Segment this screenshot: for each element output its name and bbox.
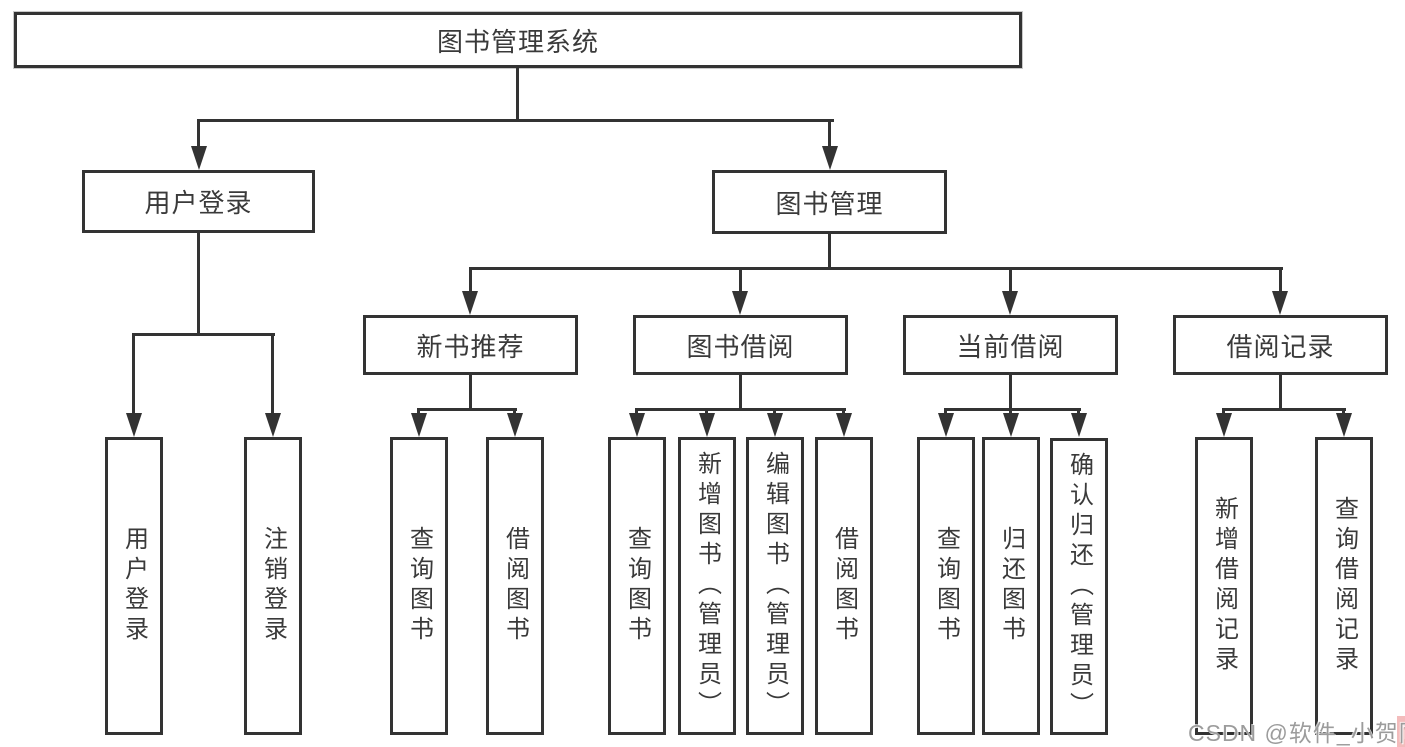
leaf-query-books-recommend: 查询图书 — [390, 437, 448, 735]
leaf-label: 用户登录 — [120, 526, 148, 646]
arrowhead-groupC-leaf1-icon — [938, 413, 954, 437]
leaf-label: 查询图书 — [405, 526, 433, 646]
leaf-edit-book-admin: 编辑图书（管理员） — [746, 437, 804, 735]
leaf-query-books-borrowing: 查询图书 — [608, 437, 666, 735]
leaf-label: 归还图书 — [997, 526, 1025, 646]
leaf-query-borrow-record: 查询借阅记录 — [1315, 437, 1373, 735]
connector-groupB-stem — [739, 373, 742, 411]
node-user-login: 用户登录 — [82, 170, 315, 233]
leaf-label: 注销登录 — [259, 526, 287, 646]
leaf-borrow-books: 借阅图书 — [815, 437, 873, 735]
node-library-management-system: 图书管理系统 — [14, 12, 1022, 68]
connector-user-login-stem — [197, 231, 200, 336]
leaf-label: 借阅图书 — [501, 526, 529, 646]
connector-groupC-stem — [1009, 373, 1012, 411]
connector-groupB-rail — [635, 408, 846, 411]
arrowhead-groupB-leaf4-icon — [836, 413, 852, 437]
arrowhead-borrow-record-icon — [1272, 291, 1288, 315]
connector-groupA-rail — [417, 408, 517, 411]
connector-groupB-leaf4-stem — [842, 408, 845, 416]
node-label: 当前借阅 — [956, 331, 1065, 362]
connector-to-leaf-logout-stem — [271, 333, 274, 415]
arrowhead-groupD-leaf2-icon — [1336, 413, 1352, 437]
leaf-label: 借阅图书 — [830, 526, 858, 646]
connector-root-stem — [516, 66, 519, 121]
arrowhead-leaf-logout-icon — [265, 413, 281, 437]
connector-groupC-rail — [944, 408, 1081, 411]
connector-root-rail — [197, 119, 834, 122]
csdn-watermark: CSDN @软件_小贺同学 — [1188, 720, 1405, 746]
node-label: 用户登录 — [144, 188, 253, 218]
leaf-label: 确认归还（管理员） — [1065, 451, 1093, 722]
node-new-book-recommend: 新书推荐 — [363, 315, 578, 375]
arrowhead-groupC-leaf3-icon — [1071, 413, 1087, 437]
node-label: 新书推荐 — [416, 331, 525, 362]
leaf-confirm-return-admin: 确认归还（管理员） — [1050, 438, 1108, 735]
leaf-label: 查询借阅记录 — [1330, 496, 1358, 676]
node-current-borrowing: 当前借阅 — [903, 315, 1118, 375]
connector-groupA-leaf2-stem — [513, 408, 516, 416]
leaf-add-borrow-record: 新增借阅记录 — [1195, 437, 1253, 735]
leaf-user-login: 用户登录 — [105, 437, 163, 735]
arrowhead-groupB-leaf2-icon — [699, 413, 715, 437]
arrowhead-groupA-leaf2-icon — [507, 413, 523, 437]
connector-groupD-rail — [1222, 408, 1346, 411]
leaf-borrow-books-recommend: 借阅图书 — [486, 437, 544, 735]
connector-groupB-leaf2-stem — [705, 408, 708, 416]
connector-to-borrow-record-stem — [1279, 267, 1282, 293]
node-label: 图书管理系统 — [436, 26, 599, 57]
leaf-label: 查询图书 — [623, 526, 651, 646]
connector-to-book-management-stem — [828, 119, 831, 151]
corner-pink-strip — [1397, 716, 1405, 747]
leaf-label: 新增图书（管理员） — [693, 451, 721, 721]
node-book-borrowing: 图书借阅 — [633, 315, 848, 375]
arrowhead-user-login-icon — [191, 146, 207, 170]
arrowhead-groupC-leaf2-icon — [1003, 413, 1019, 437]
connector-groupC-leaf2-stem — [1009, 408, 1012, 416]
arrowhead-groupB-leaf1-icon — [629, 413, 645, 437]
arrowhead-book-management-icon — [822, 146, 838, 170]
arrowhead-groupD-leaf1-icon — [1216, 413, 1232, 437]
leaf-add-book-admin: 新增图书（管理员） — [678, 437, 736, 735]
arrowhead-current-borrow-icon — [1002, 291, 1018, 315]
connector-groupA-stem — [469, 373, 472, 411]
connector-to-book-borrow-stem — [739, 267, 742, 293]
connector-to-user-login-stem — [197, 119, 200, 151]
connector-groupB-leaf1-stem — [635, 408, 638, 416]
arrowhead-groupA-leaf1-icon — [411, 413, 427, 437]
connector-groupC-leaf3-stem — [1077, 408, 1080, 416]
node-label: 图书借阅 — [686, 331, 795, 362]
node-label: 图书管理 — [775, 188, 884, 219]
arrowhead-new-book-icon — [462, 291, 478, 315]
arrowhead-groupB-leaf3-icon — [767, 413, 783, 437]
connector-book-management-stem — [828, 232, 831, 270]
connector-groupD-leaf2-stem — [1342, 408, 1345, 416]
connector-user-login-rail — [132, 333, 275, 336]
leaf-label: 查询图书 — [932, 526, 960, 646]
node-book-management: 图书管理 — [712, 170, 947, 234]
connector-groupB-leaf3-stem — [773, 408, 776, 416]
leaf-return-book: 归还图书 — [982, 437, 1040, 735]
connector-groupD-stem — [1279, 373, 1282, 411]
arrowhead-book-borrow-icon — [732, 291, 748, 315]
node-label: 借阅记录 — [1226, 331, 1335, 362]
connector-book-management-rail — [469, 267, 1283, 270]
connector-groupA-leaf1-stem — [417, 408, 420, 416]
connector-groupC-leaf1-stem — [944, 408, 947, 416]
leaf-label: 编辑图书（管理员） — [761, 451, 789, 721]
leaf-label: 新增借阅记录 — [1210, 496, 1238, 676]
node-borrowing-records: 借阅记录 — [1173, 315, 1388, 375]
arrowhead-leaf-login-icon — [126, 413, 142, 437]
connector-to-current-borrow-stem — [1009, 267, 1012, 293]
connector-to-leaf-login-stem — [132, 333, 135, 415]
leaf-query-books-current: 查询图书 — [917, 437, 975, 735]
leaf-logout: 注销登录 — [244, 437, 302, 735]
connector-to-new-book-stem — [469, 267, 472, 293]
connector-groupD-leaf1-stem — [1222, 408, 1225, 416]
